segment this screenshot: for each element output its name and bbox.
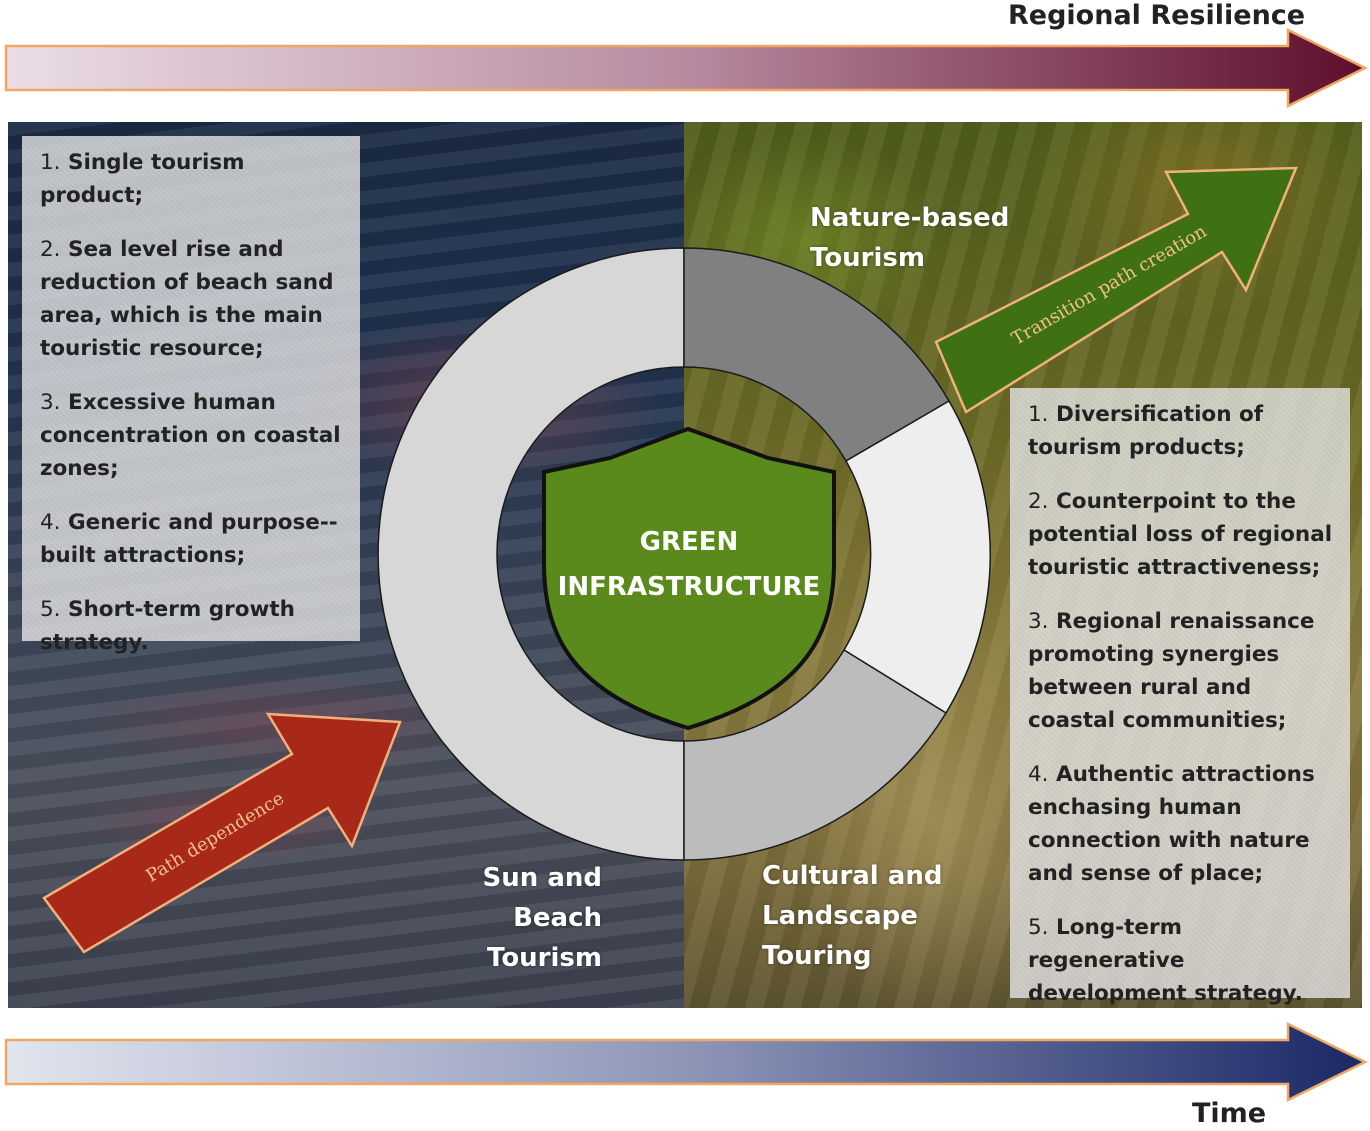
green-infrastructure-label: GREEN INFRASTRUCTURE [557,527,821,602]
left-challenges-box: 1. Single tourism product; 2. Sea level … [22,136,360,655]
transition-path-label: Transition path creation [1008,221,1211,350]
regional-resilience-arrow [4,28,1368,109]
list-item: 1. Diversification of tourism products; [1028,402,1264,460]
list-item: 2. Counterpoint to the potential loss of… [1028,489,1333,580]
right-benefits-box: 1. Diversification of tourism products; … [1010,388,1350,1006]
list-item: 5. Short-term growth strategy. [40,597,295,655]
list-item: 3. Excessive human concentration on coas… [40,390,341,481]
time-label: Time [1192,1098,1267,1129]
regional-resilience-label: Regional Resilience [1008,0,1306,31]
nature-based-tourism-label: Nature-based Tourism [810,203,1010,273]
sun-beach-tourism-label: Sun and Beach Tourism [482,863,602,973]
resilience-donut: Path dependence Transition path creation [42,166,1298,954]
list-item: 2. Sea level rise and reduction of beach… [40,237,334,361]
diagram-panel: 1. Single tourism product; 2. Sea level … [8,122,1362,1008]
list-item: 3. Regional renaissance promoting synerg… [1028,609,1315,733]
time-arrow [4,1021,1368,1102]
donut-segment-cultural [683,648,948,861]
cultural-landscape-touring-label: Cultural and Landscape Touring [762,861,943,971]
donut-segment-sun-beach [377,247,685,861]
list-item: 4. Generic and purpose--built attraction… [40,510,338,568]
donut-segment-middle [842,399,991,715]
green-infrastructure-shield [542,426,836,731]
list-item: 1. Single tourism product; [40,150,245,208]
transition-path-arrow [934,166,1298,414]
list-item: 5. Long-term regenerative development st… [1028,915,1303,1006]
list-item: 4. Authentic attractions enchasing human… [1028,762,1315,886]
path-dependence-arrow [42,712,402,954]
